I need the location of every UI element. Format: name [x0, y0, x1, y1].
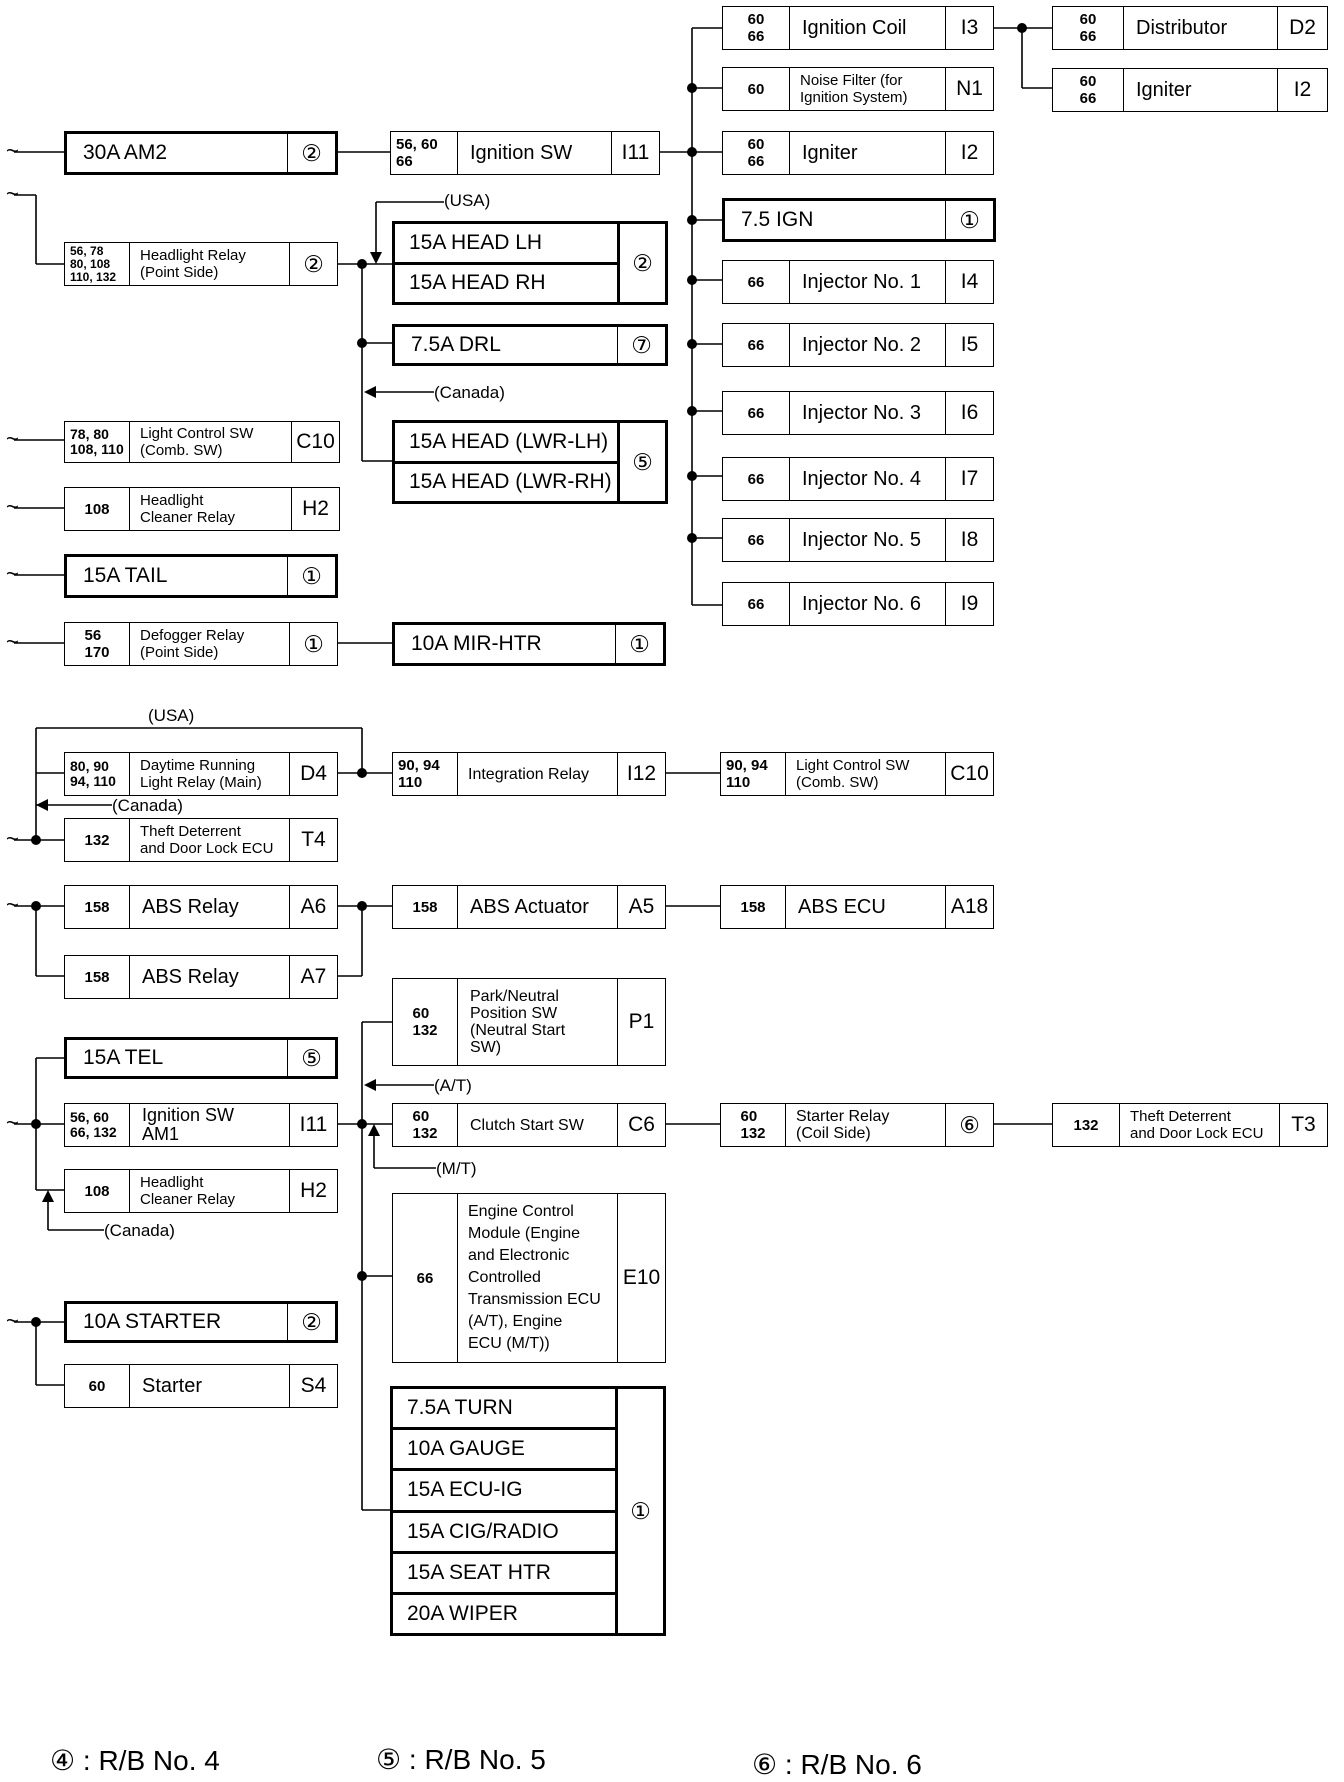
injector-page: 66 [747, 470, 765, 488]
injector-name: Injector No. 4 [789, 458, 945, 500]
wire-break-mark: ~ [6, 181, 19, 206]
injector-code: I4 [945, 261, 993, 303]
injector-page: 66 [747, 595, 765, 613]
head-lwr-rh-fuse: 15A HEAD (LWR-RH) [395, 460, 617, 502]
theft-deterrent-ecu-box: 132 Theft Deterrent and Door Lock ECU T4 [64, 818, 338, 862]
head-lwr-lh-fuse: 15A HEAD (LWR-LH) [409, 429, 609, 453]
injector-page: 66 [747, 404, 765, 422]
canada-label-3: (Canada) [104, 1221, 175, 1240]
fuse-stack-item: 15A SEAT HTR [393, 1550, 615, 1592]
fuse-stack-item: 15A CIG/RADIO [393, 1509, 615, 1551]
head-lh-fuse: 15A HEAD LH [409, 230, 543, 254]
wire-break-mark: ~ [6, 426, 19, 451]
wire-break-mark: ~ [6, 892, 19, 917]
igniter-right-box: 60 66 Igniter I2 [1052, 68, 1328, 112]
ign-fuse-box: 7.5 IGN ① [722, 198, 996, 242]
injector-name: Injector No. 2 [789, 324, 945, 366]
starter-fuse-box: 10A STARTER ② [64, 1301, 338, 1343]
injector-code: I6 [945, 392, 993, 434]
injector-page: 66 [747, 273, 765, 291]
injector-page: 66 [747, 336, 765, 354]
clutch-start-sw-box: 60 132 Clutch Start SW C6 [392, 1103, 666, 1147]
legend-rb4: ④ : R/B No. 4 [50, 1745, 220, 1776]
injector-page: 66 [747, 531, 765, 549]
injector-code: I5 [945, 324, 993, 366]
abs-actuator-box: 158 ABS Actuator A5 [392, 885, 666, 929]
igniter-box: 60 66 Igniter I2 [722, 131, 994, 175]
ignition-sw-box: 56, 60 66 Ignition SW I11 [390, 131, 660, 175]
ignition-coil-box: 60 66 Ignition Coil I3 [722, 6, 994, 50]
head-lh-rh-fuse-box: 15A HEAD LH 15A HEAD RH ② [392, 221, 668, 305]
distributor-box: 60 66 Distributor D2 [1052, 6, 1328, 50]
park-neutral-sw-box: 60 132 Park/Neutral Position SW (Neutral… [392, 978, 666, 1066]
canada-label: (Canada) [434, 383, 505, 402]
injector-name: Injector No. 3 [789, 392, 945, 434]
defogger-relay-box: 56 170 Defogger Relay (Point Side) ① [64, 622, 338, 666]
injector-code: I9 [945, 583, 993, 625]
mt-label: (M/T) [436, 1159, 477, 1178]
canada-label-2: (Canada) [112, 796, 183, 815]
legend-rb5: ⑤ : R/B No. 5 [376, 1744, 546, 1775]
usa-label: (USA) [444, 191, 491, 210]
fuse-stack-item: 15A ECU-IG [393, 1468, 615, 1509]
light-control-sw-box: 78, 80 108, 110 Light Control SW (Comb. … [64, 421, 340, 463]
injector-name: Injector No. 1 [789, 261, 945, 303]
am2-fuse-box: 30A AM2 ② [64, 131, 338, 175]
tail-fuse-box: 15A TAIL ① [64, 554, 338, 598]
wire-break-mark: ~ [6, 494, 19, 519]
integration-relay-box: 90, 94 110 Integration Relay I12 [392, 752, 666, 796]
head-rh-fuse: 15A HEAD RH [395, 261, 617, 303]
injector-name: Injector No. 6 [789, 583, 945, 625]
noise-filter-box: 60 Noise Filter (for Ignition System) N1 [722, 67, 994, 111]
wire-break-mark: ~ [6, 1110, 19, 1135]
wire-break-mark: ~ [6, 138, 19, 163]
abs-relay-a6-box: 158 ABS Relay A6 [64, 885, 338, 929]
fuse-stack-item: 7.5A TURN [407, 1396, 513, 1420]
fuse-stack-item: 10A GAUGE [393, 1427, 615, 1468]
wire-break-mark: ~ [6, 826, 19, 851]
injector-name: Injector No. 5 [789, 519, 945, 561]
wire-break-mark: ~ [6, 561, 19, 586]
at-label: (A/T) [434, 1076, 472, 1095]
wire-break-mark: ~ [6, 1308, 19, 1333]
starter-relay-box: 60 132 Starter Relay (Coil Side) ⑥ [720, 1103, 994, 1147]
theft-deterrent-ecu-2-box: 132 Theft Deterrent and Door Lock ECU T3 [1052, 1103, 1328, 1147]
injector-code: I7 [945, 458, 993, 500]
headlight-cleaner-relay-box: 108 Headlight Cleaner Relay H2 [64, 487, 340, 531]
starter-box: 60 Starter S4 [64, 1364, 338, 1408]
drl-relay-box: 80, 90 94, 110 Daytime Running Light Rel… [64, 752, 338, 796]
wire-break-mark: ~ [6, 629, 19, 654]
engine-control-module-box: 66 Engine Control Module (Engine and Ele… [392, 1193, 666, 1363]
headlight-relay-box: 56, 78 80, 108 110, 132 Headlight Relay … [64, 242, 338, 286]
light-control-sw-2-box: 90, 94 110 Light Control SW (Comb. SW) C… [720, 752, 994, 796]
fuse-stack-item: 20A WIPER [393, 1591, 615, 1633]
injector-code: I8 [945, 519, 993, 561]
legend-rb6: ⑥ : R/B No. 6 [752, 1749, 922, 1780]
ignition-sw-am1-box: 56, 60 66, 132 Ignition SW AM1 I11 [64, 1103, 338, 1147]
headlight-cleaner-relay-2-box: 108 Headlight Cleaner Relay H2 [64, 1169, 338, 1213]
usa-label-2: (USA) [148, 706, 195, 725]
head-lwr-fuse-box: 15A HEAD (LWR-LH) 15A HEAD (LWR-RH) ⑤ [392, 420, 668, 504]
abs-ecu-box: 158 ABS ECU A18 [720, 885, 994, 929]
mir-htr-fuse-box: 10A MIR-HTR ① [392, 622, 666, 666]
abs-relay-a7-box: 158 ABS Relay A7 [64, 955, 338, 999]
tel-fuse-box: 15A TEL ⑤ [64, 1037, 338, 1079]
drl-fuse-box: 7.5A DRL ⑦ [392, 324, 668, 366]
